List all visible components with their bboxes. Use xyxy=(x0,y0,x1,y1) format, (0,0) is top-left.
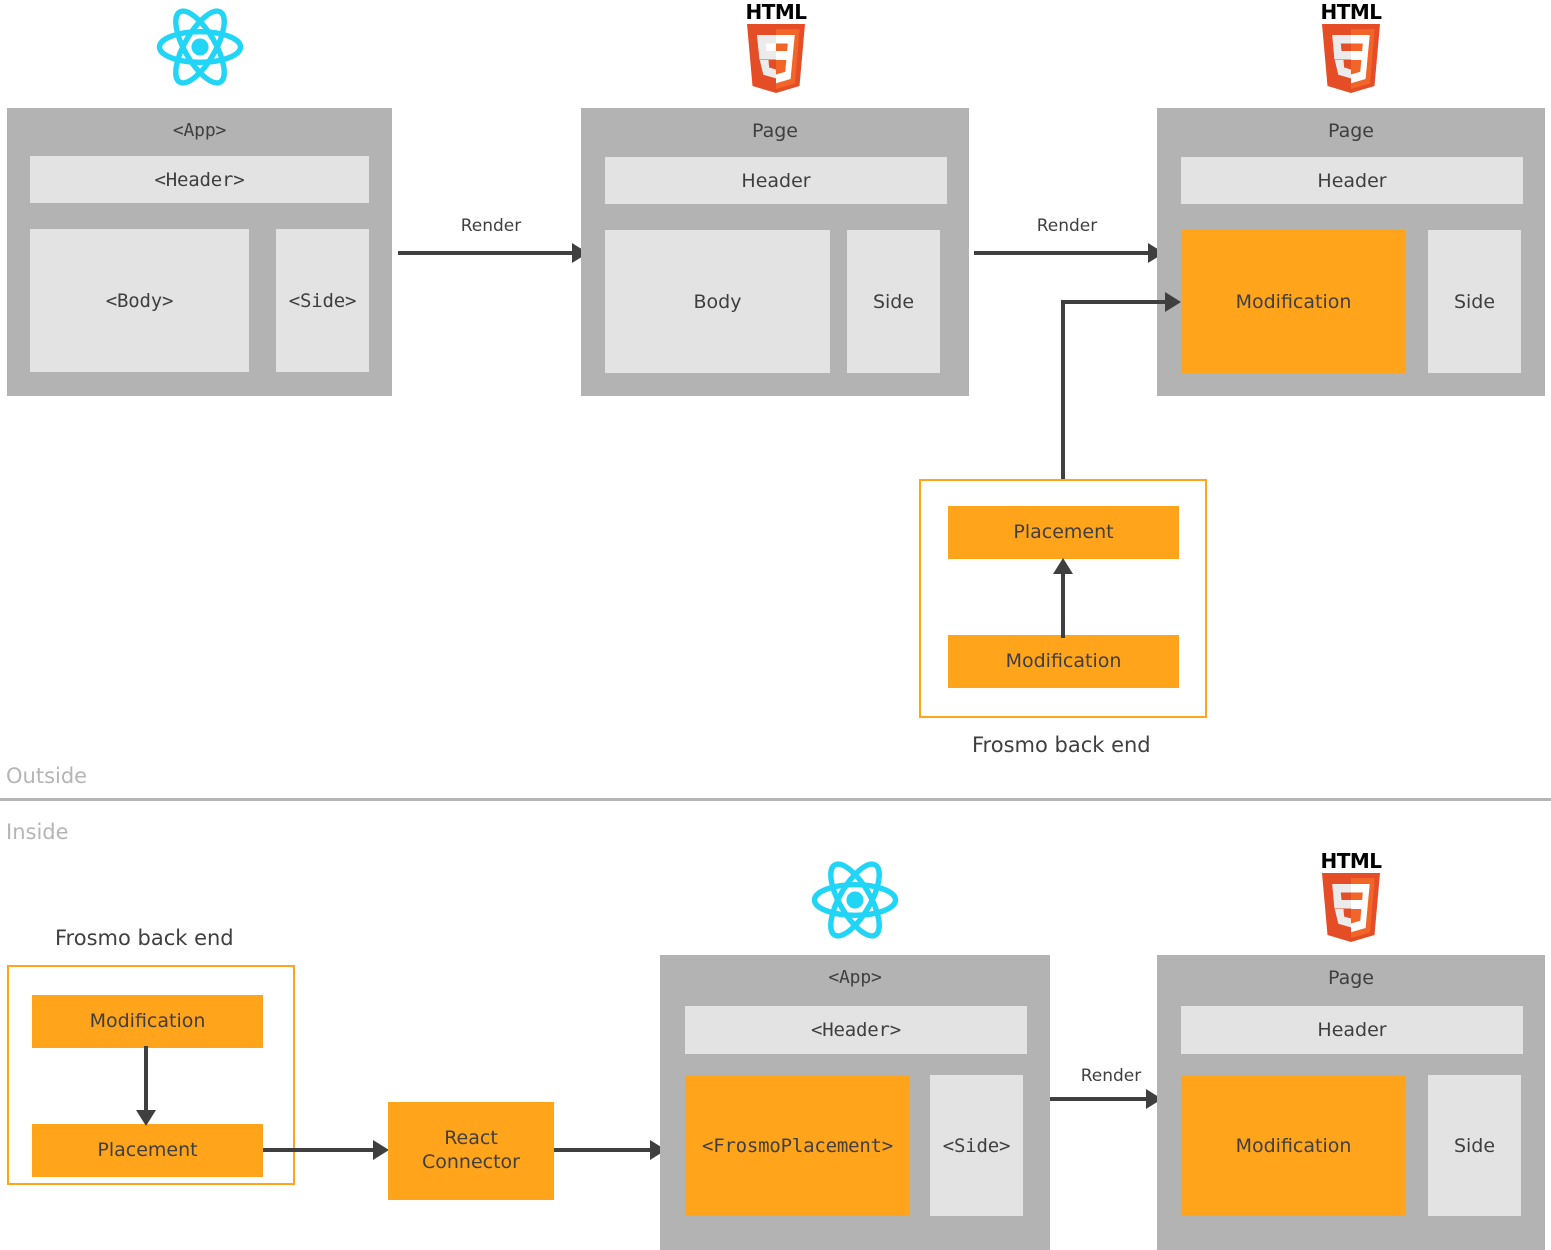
slot-frosmo-placement: <FrosmoPlacement> xyxy=(685,1075,910,1216)
panel-title-app: <App> xyxy=(828,967,882,988)
inside-label: Inside xyxy=(6,820,69,844)
slot-header: Header xyxy=(1181,157,1523,204)
modification-box: Modification xyxy=(948,635,1179,688)
page-panel: Page Header Body Side xyxy=(581,108,969,396)
slot-side: <Side> xyxy=(276,229,369,372)
render-arrow-bottom xyxy=(1050,1089,1162,1109)
react-app-panel-bottom: <App> <Header> <FrosmoPlacement> <Side> xyxy=(660,955,1050,1250)
modification-to-placement-arrow xyxy=(1053,558,1073,638)
react-connector-line-2: Connector xyxy=(422,1151,520,1173)
panel-title-page: Page xyxy=(752,120,798,142)
render-arrow-label: Render xyxy=(1080,1066,1142,1086)
slot-header: Header xyxy=(1181,1006,1523,1054)
connector-to-app-arrow xyxy=(554,1140,666,1160)
slot-side: Side xyxy=(1428,1075,1521,1216)
modified-page-panel: Page Header Modification Side xyxy=(1157,108,1545,396)
slot-side: Side xyxy=(1428,230,1521,373)
render-arrow-1-label: Render xyxy=(460,216,522,236)
render-arrow-2-label: Render xyxy=(1036,216,1098,236)
placement-box: Placement xyxy=(32,1124,263,1177)
render-arrow-2 xyxy=(974,243,1164,263)
placement-to-connector-arrow xyxy=(263,1140,389,1160)
html5-logo: HTML xyxy=(733,2,819,94)
html5-logo-word: HTML xyxy=(1320,849,1382,873)
modification-to-placement-arrow xyxy=(136,1046,156,1126)
slot-header: Header xyxy=(605,157,947,204)
panel-title-page: Page xyxy=(1328,967,1374,989)
section-divider xyxy=(0,798,1551,801)
slot-header: <Header> xyxy=(685,1006,1027,1054)
slot-modification: Modification xyxy=(1181,1075,1406,1216)
react-logo xyxy=(155,6,245,92)
frosmo-backend-caption: Frosmo back end xyxy=(55,926,234,950)
react-connector-box: React Connector xyxy=(388,1102,554,1200)
react-app-panel: <App> <Header> <Body> <Side> xyxy=(7,108,392,396)
slot-body: Body xyxy=(605,230,830,373)
react-logo xyxy=(810,859,900,945)
slot-modification: Modification xyxy=(1181,230,1406,373)
modified-page-panel-bottom: Page Header Modification Side xyxy=(1157,955,1545,1250)
panel-title-app: <App> xyxy=(172,120,227,141)
slot-side: <Side> xyxy=(930,1075,1023,1216)
outside-label: Outside xyxy=(6,764,88,788)
panel-title-page: Page xyxy=(1328,120,1374,142)
slot-side: Side xyxy=(847,230,940,373)
html5-logo-word: HTML xyxy=(745,0,807,24)
modification-box: Modification xyxy=(32,995,263,1048)
placement-box: Placement xyxy=(948,506,1179,559)
frosmo-backend-caption: Frosmo back end xyxy=(972,733,1151,757)
slot-body: <Body> xyxy=(30,229,249,372)
render-arrow-1 xyxy=(398,243,588,263)
html5-logo-word: HTML xyxy=(1320,0,1382,24)
slot-header: <Header> xyxy=(30,156,369,203)
html5-logo: HTML xyxy=(1308,2,1394,94)
react-connector-line-1: React xyxy=(444,1127,498,1150)
placement-to-modification-connector xyxy=(1061,292,1181,508)
html5-logo: HTML xyxy=(1308,851,1394,943)
